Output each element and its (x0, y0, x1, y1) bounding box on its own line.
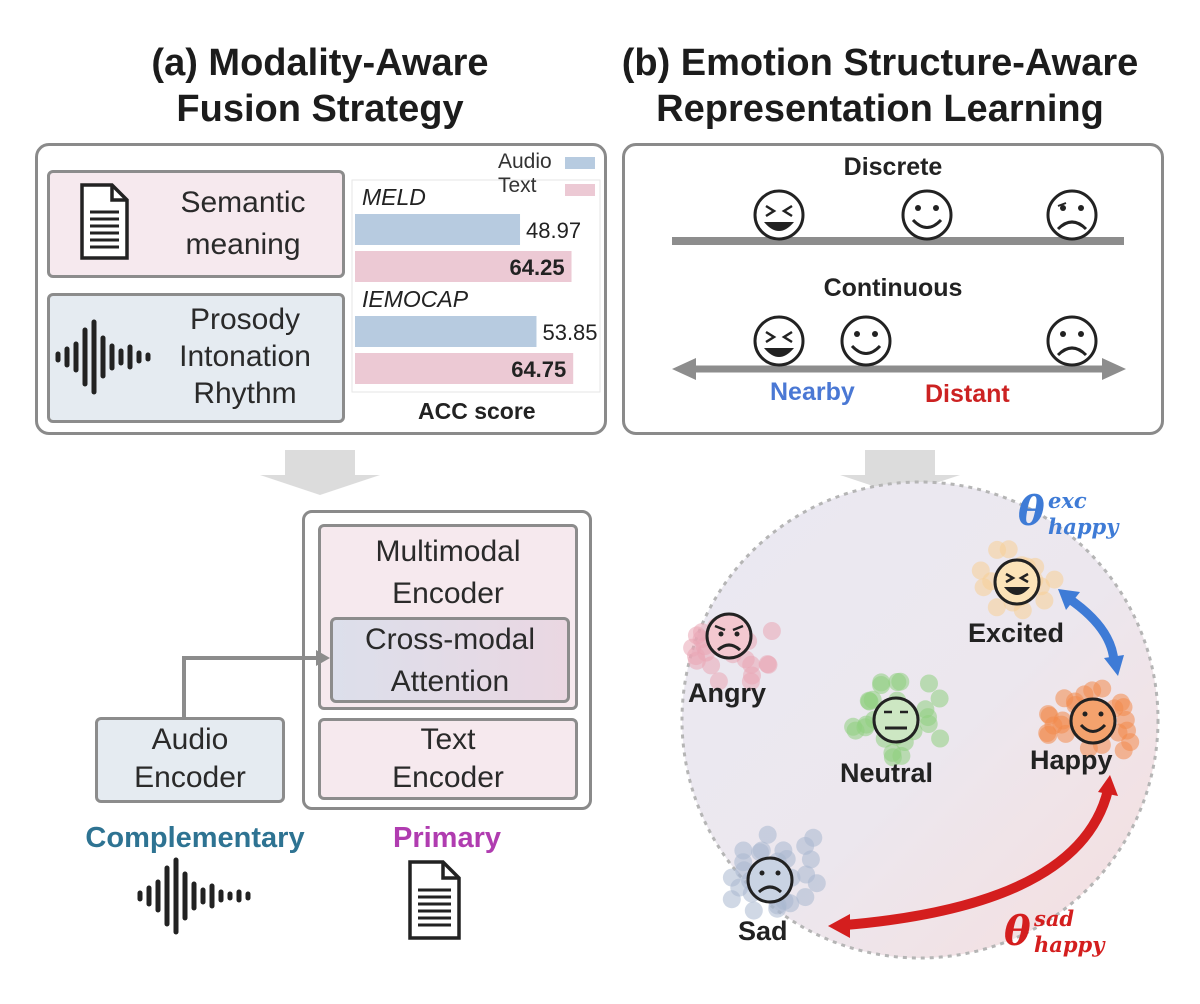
legend-audio-label: Audio (498, 150, 552, 173)
theta-exc-sub: happy (1048, 514, 1119, 539)
bar-text-iemocap (355, 353, 574, 384)
text-encoder-box (318, 718, 578, 800)
semantic-line2: meaning (185, 228, 301, 261)
right-title: (b) Emotion Structure-Aware Representati… (600, 40, 1160, 132)
theta-sad-symbol: θ (1004, 908, 1031, 955)
audio-encoder-line2: Encoder (134, 761, 246, 794)
legend-audio-swatch (565, 157, 595, 169)
theta-sad-label: θ sad happy (1004, 906, 1104, 957)
right-title-line1: (b) Emotion Structure-Aware (621, 42, 1139, 84)
prosody-box (47, 293, 345, 423)
audio-encoder-line1: Audio (151, 723, 229, 756)
semantic-line1: Semantic (180, 186, 306, 219)
bar-audio-meld (355, 214, 521, 245)
value-label-text-meld: 64.25 (510, 255, 565, 280)
prosody-line2: Intonation (179, 340, 311, 373)
value-label-audio-iemocap: 53.85 (542, 320, 597, 345)
legend-text-swatch (565, 184, 595, 196)
excited-label: Excited (968, 618, 1065, 648)
category-label-iemocap: IEMOCAP (362, 286, 469, 312)
continuous-label: Continuous (823, 274, 963, 302)
cross-modal-line2: Attention (390, 665, 510, 698)
happy-label: Happy (1030, 745, 1113, 775)
left-title-line1: (a) Modality-Aware (151, 42, 489, 84)
prosody-line3: Rhythm (193, 377, 297, 410)
value-label-text-iemocap: 64.75 (511, 357, 566, 382)
bar-text-meld (355, 251, 572, 282)
sad-label: Sad (738, 916, 788, 946)
neutral-label: Neutral (840, 758, 934, 788)
multimodal-line2: Encoder (392, 577, 504, 610)
right-title-line2: Representation Learning (656, 88, 1104, 130)
emotion-structure-panel (622, 143, 1164, 435)
left-title: (a) Modality-Aware Fusion Strategy (60, 40, 580, 132)
complementary-label: Complementary (85, 822, 305, 854)
category-label-meld: MELD (362, 184, 426, 210)
multimodal-line1: Multimodal (375, 535, 521, 568)
legend-text-label: Text (498, 174, 537, 197)
theta-exc-symbol: θ (1018, 488, 1045, 535)
prosody-line1: Prosody (189, 303, 301, 336)
nearby-label: Nearby (770, 378, 855, 406)
bar-audio-iemocap (355, 316, 537, 347)
cross-modal-attention-box (330, 617, 570, 703)
cross-modal-line1: Cross-modal (364, 623, 536, 656)
value-label-audio-meld: 48.97 (526, 218, 581, 243)
audio-encoder-box (95, 717, 285, 803)
text-encoder-line2: Encoder (392, 761, 504, 794)
left-title-line2: Fusion Strategy (176, 88, 464, 130)
theta-exc-label: θ exc happy (1018, 488, 1118, 539)
chart-frame (351, 179, 601, 393)
chart-caption: ACC score (418, 398, 536, 424)
theta-sad-sub: happy (1034, 932, 1105, 957)
theta-sad-sup: sad (1034, 906, 1075, 931)
angry-label: Angry (688, 678, 767, 708)
primary-label: Primary (392, 822, 501, 854)
distant-label: Distant (925, 380, 1010, 408)
discrete-label: Discrete (843, 153, 943, 181)
theta-exc-sup: exc (1048, 488, 1087, 513)
text-encoder-line1: Text (420, 723, 476, 756)
